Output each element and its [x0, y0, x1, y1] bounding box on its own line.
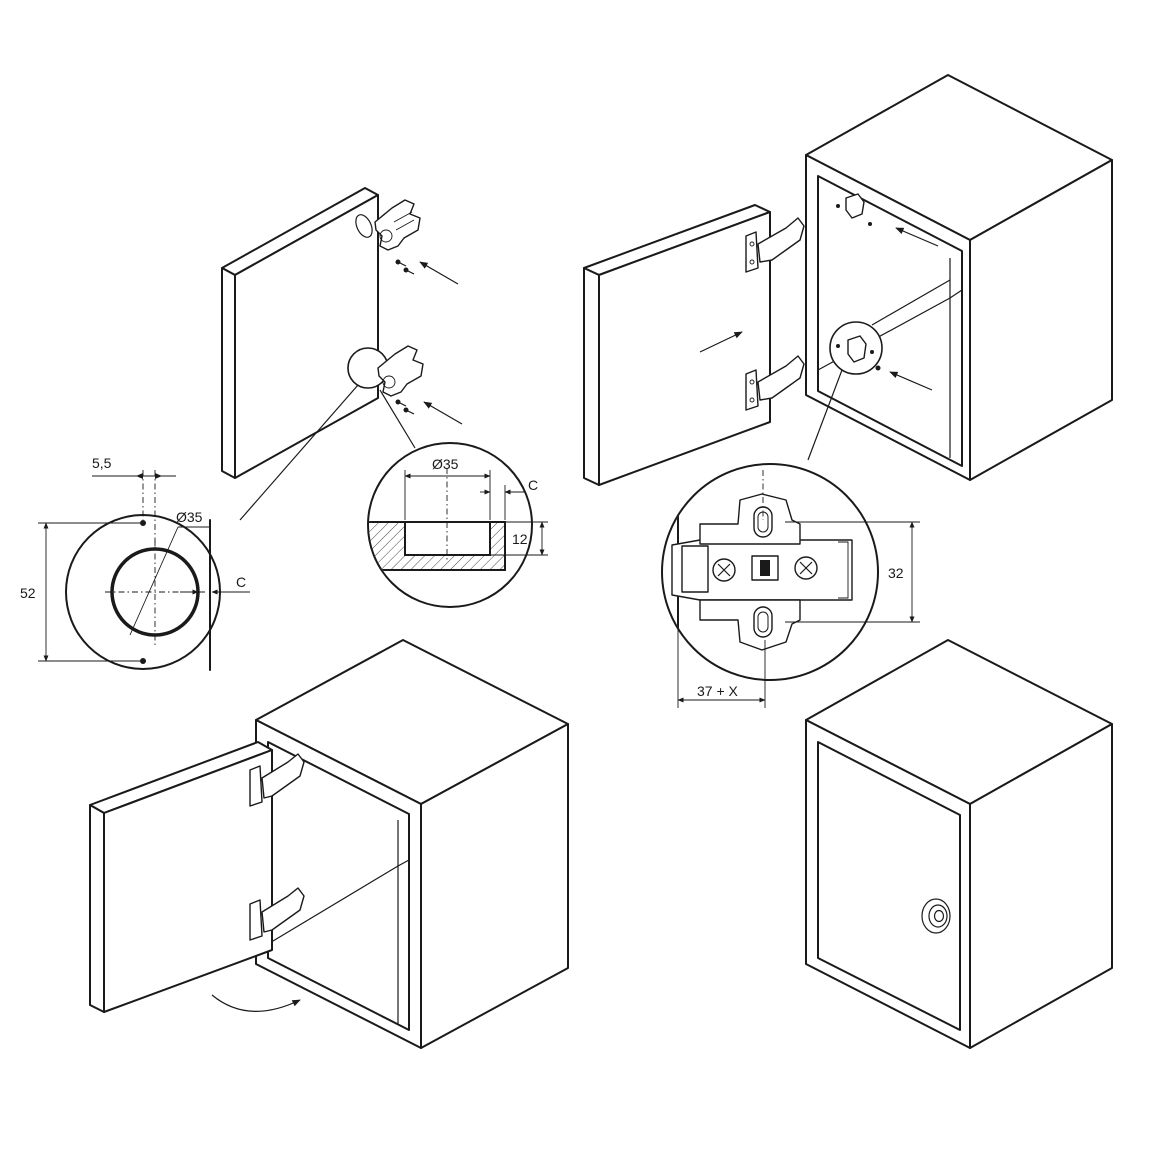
arrow-icon: [889, 371, 933, 391]
hinge-icon: [745, 355, 805, 411]
hinge-icon: [249, 753, 305, 807]
dim-hole-diameter: Ø35: [176, 509, 203, 525]
dim-hole-offset: 5,5: [92, 455, 112, 471]
arrow-icon: [895, 227, 939, 247]
dim-cup-edge-gap: C: [528, 477, 538, 493]
dim-plate-spacing: 32: [888, 565, 904, 581]
step1-door-hinges: [221, 187, 463, 521]
door-knob-icon: [921, 898, 951, 934]
hinge-icon: [745, 217, 805, 273]
screw-hole-dot: [140, 520, 146, 526]
screw-icon: [395, 399, 415, 415]
arrow-icon: [423, 401, 463, 425]
arrow-icon: [699, 331, 743, 353]
hinge-icon: [249, 887, 305, 941]
detail-mounting-plate: 32 37 + X: [661, 463, 920, 708]
hinge-icon: [374, 199, 421, 251]
step2-cabinet-plates: [583, 74, 1113, 486]
screw-hole-dot: [140, 658, 146, 664]
detail-cup-section: Ø35 C 12: [367, 442, 548, 608]
step4-closed-cabinet: [805, 639, 1113, 1049]
mounting-plate-icon: [836, 335, 881, 371]
rotate-arrow-icon: [211, 994, 301, 1012]
detail-drilling-pattern: 5,5 52 Ø35 C: [20, 455, 250, 671]
dim-edge-gap: C: [236, 574, 246, 590]
mounting-plate-icon: [836, 193, 872, 226]
arrow-icon: [419, 261, 459, 285]
step3-open-door: [89, 639, 569, 1049]
screw-icon: [395, 259, 415, 275]
dim-screw-spacing: 52: [20, 585, 36, 601]
dim-plate-offset: 37 + X: [697, 683, 739, 699]
dim-cup-depth: 12: [512, 531, 528, 547]
dim-cup-diameter: Ø35: [432, 456, 459, 472]
hinge-icon: [377, 345, 424, 397]
